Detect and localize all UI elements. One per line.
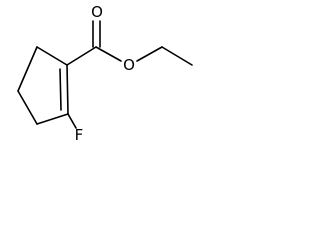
- ester-oxygen-label: O: [123, 56, 135, 74]
- bond-ring-to-carbonyl-carbon: [66, 46, 97, 66]
- carbonyl-oxygen-label: O: [91, 3, 103, 21]
- ring-bond-c1-c2: [36, 46, 68, 66]
- molecule-diagram: O O F: [17, 3, 193, 144]
- fluorine-label: F: [75, 126, 84, 144]
- bond-ch2-to-ch3: [161, 46, 193, 66]
- ring-bond-c5-c1: [17, 46, 38, 92]
- ring-bond-c3-c4-double-outer: [36, 113, 69, 125]
- ring-bond-c2-c3-inner-double: [59, 68, 62, 111]
- bond-ester-oxygen-to-ch2: [136, 46, 163, 62]
- bond-ring-to-fluorine: [67, 113, 77, 129]
- bond-carbonyl-to-ester-oxygen: [95, 46, 122, 62]
- ring-bond-c2-c3: [66, 64, 69, 115]
- ring-bond-c4-c5: [17, 90, 38, 125]
